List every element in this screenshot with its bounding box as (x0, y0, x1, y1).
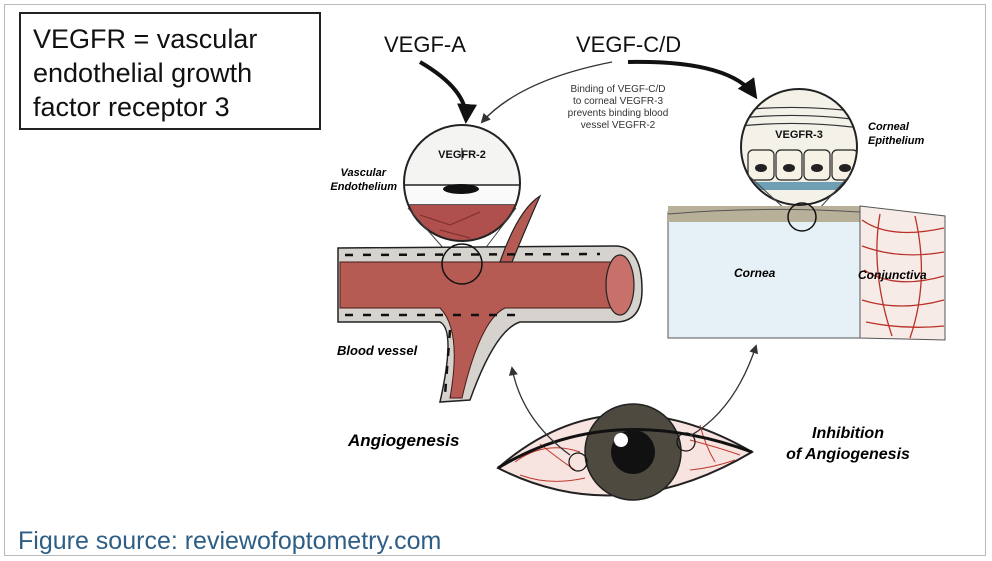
vegfr2-label: VEGFR-2 (438, 149, 486, 161)
vegf-a-arrow (420, 62, 466, 120)
vegf-cd-label: VEGF-C/D (576, 32, 681, 57)
vegfr2-magnified-view: VEGFR-2 (400, 120, 530, 245)
vegfr3-magnified-view: VEGFR-3 (740, 88, 860, 206)
inhibition-label-2: of Angiogenesis (786, 446, 910, 463)
binding-note-line-1: Binding of VEGF-C/D (570, 84, 665, 95)
binding-note-line-3: prevents binding blood (568, 108, 669, 119)
conjunctiva-label: Conjunctiva (858, 268, 927, 282)
angiogenesis-label: Angiogenesis (347, 431, 459, 450)
corneal-epithelium-label-1: Corneal (868, 121, 910, 133)
cornea-label: Cornea (734, 266, 776, 280)
vegfr3-label: VEGFR-3 (775, 129, 823, 141)
inhibition-label-1: Inhibition (812, 425, 884, 442)
binding-note-line-4: vessel VEGFR-2 (581, 120, 656, 131)
vascular-endothelium-label-1: Vascular (341, 167, 387, 179)
binding-note-line-2: to corneal VEGFR-3 (573, 96, 663, 107)
blood-vessel-label: Blood vessel (337, 343, 418, 358)
receptor-shape (443, 184, 479, 194)
corneal-epithelium-label-2: Epithelium (868, 135, 924, 147)
vascular-endothelium-label-2: Endothelium (330, 181, 397, 193)
vegf-a-label: VEGF-A (384, 32, 466, 57)
figure-source: Figure source: reviewofoptometry.com (18, 527, 441, 556)
eye-to-cornea-arrow (690, 346, 756, 436)
